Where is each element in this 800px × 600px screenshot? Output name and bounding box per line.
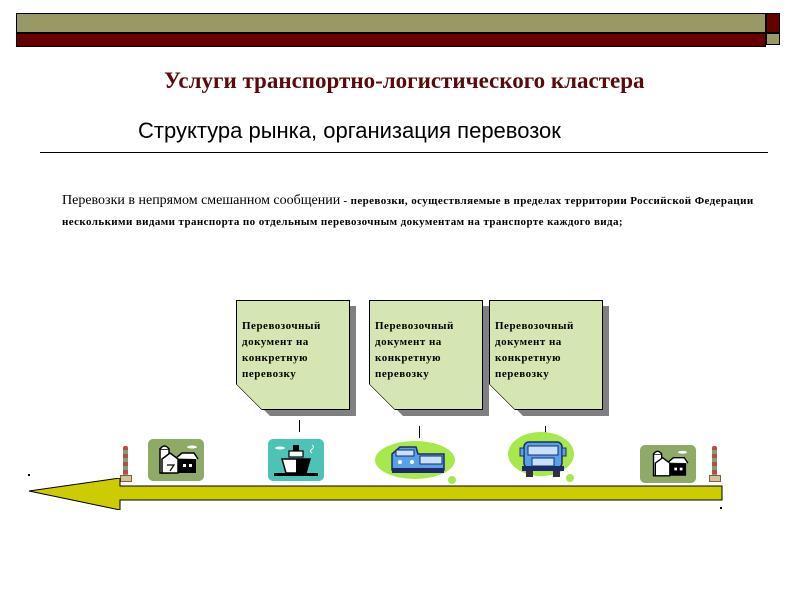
transport-document-note-2: Перевозочный документ на конкретную пере… [369,300,483,410]
farm-warehouse-icon [148,439,204,481]
connector-line [299,420,300,432]
folded-corner [369,384,395,410]
truck-icon [518,440,568,478]
transport-document-note-1: Перевозочный документ на конкретную пере… [236,300,350,410]
slide-subtitle: Структура рынка, организация перевозок [138,118,561,143]
train-icon [388,444,448,476]
header-bar-olive [16,13,766,33]
border-post-icon [709,446,721,484]
header-bar-maroon [16,33,766,47]
slide-title: Услуги транспортно-логистического класте… [164,68,645,93]
connector-line [419,426,420,438]
folded-corner [489,384,515,410]
ship-icon [268,439,324,481]
note-text: Перевозочный документ на конкретную пере… [242,320,321,380]
folded-corner [236,384,262,410]
description-lead: Перевозки в непрямом смешанном сообщении [62,193,341,208]
farm-warehouse-icon [640,445,696,483]
timeline-arrow [28,477,724,511]
note-text: Перевозочный документ на конкретную пере… [495,320,574,380]
header-square-olive [766,33,780,45]
header-square-maroon [766,13,780,33]
transport-document-note-3: Перевозочный документ на конкретную пере… [489,300,603,410]
description-rest: - перевозки, осуществляемые в пределах т… [62,195,754,228]
description-paragraph: Перевозки в непрямом смешанном сообщении… [62,190,762,232]
note-text: Перевозочный документ на конкретную пере… [375,320,454,380]
separator-line [40,152,768,153]
